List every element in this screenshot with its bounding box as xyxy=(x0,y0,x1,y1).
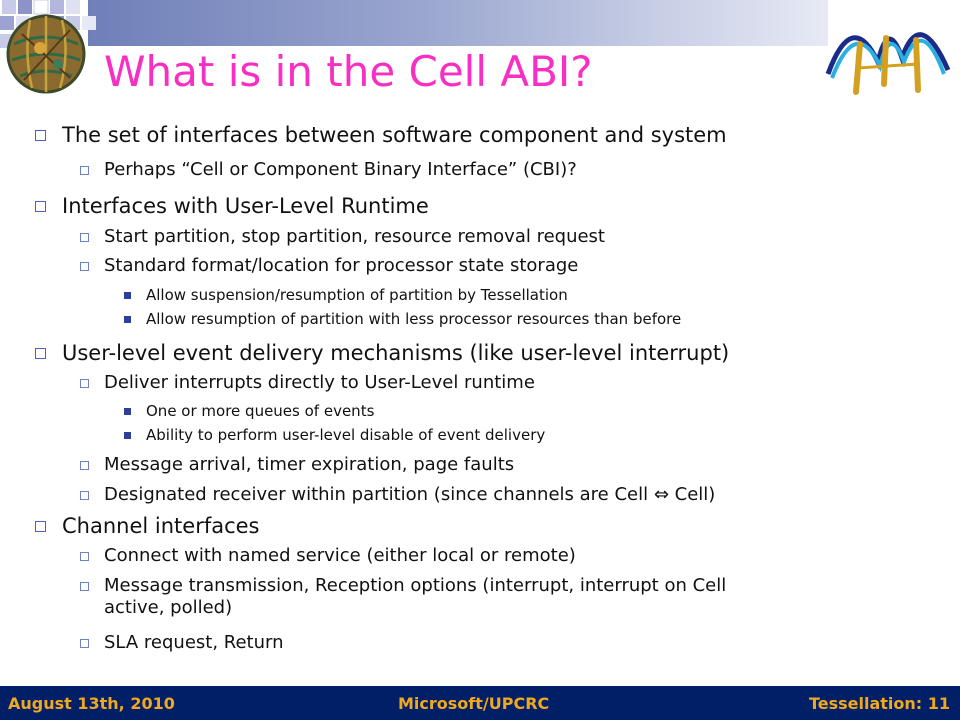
bullet-item: SLA request, Return xyxy=(80,632,284,654)
bullet-text: Deliver interrupts directly to User-Leve… xyxy=(104,372,535,393)
bullet-item: Designated receiver within partition (si… xyxy=(80,484,716,506)
slide-title: What is in the Cell ABI? xyxy=(104,47,593,96)
bullet-text: Connect with named service (either local… xyxy=(104,545,576,566)
bullet-text: Standard format/location for processor s… xyxy=(104,255,579,276)
bullet-item: Deliver interrupts directly to User-Leve… xyxy=(80,372,535,394)
footer-date: August 13th, 2010 xyxy=(8,694,175,713)
bullet-item: User-level event delivery mechanisms (li… xyxy=(35,340,730,366)
bullet-item: Message arrival, timer expiration, page … xyxy=(80,454,515,476)
bullet-item: Channel interfaces xyxy=(35,513,260,539)
bullet-item: Interfaces with User-Level Runtime xyxy=(35,193,429,219)
filled-square-bullet-icon xyxy=(124,316,131,323)
bullet-item: Allow resumption of partition with less … xyxy=(124,310,682,329)
bullet-list: The set of interfaces between software c… xyxy=(35,122,730,654)
bullet-item: Start partition, stop partition, resourc… xyxy=(80,226,605,248)
bullet-item: Perhaps “Cell or Component Binary Interf… xyxy=(80,159,577,181)
hollow-square-bullet-icon xyxy=(80,262,89,271)
hollow-square-bullet-icon xyxy=(35,348,46,359)
bullet-text: Message arrival, timer expiration, page … xyxy=(104,454,515,475)
header-gradient-bar xyxy=(88,0,828,46)
hollow-square-bullet-icon xyxy=(80,582,89,591)
hollow-square-bullet-icon xyxy=(80,552,89,561)
bullet-text: SLA request, Return xyxy=(104,632,284,653)
footer-organization: Microsoft/UPCRC xyxy=(398,694,550,713)
hollow-square-bullet-icon xyxy=(35,130,46,141)
filled-square-bullet-icon xyxy=(124,432,131,439)
globe-logo-icon xyxy=(0,0,96,94)
bullet-text: Interfaces with User-Level Runtime xyxy=(62,194,429,218)
hollow-square-bullet-icon xyxy=(35,201,46,212)
bullet-item: Connect with named service (either local… xyxy=(80,545,576,567)
bullet-text: Channel interfaces xyxy=(62,514,260,538)
m-logo-icon xyxy=(825,32,951,95)
bullet-item: One or more queues of events xyxy=(124,402,375,421)
hollow-square-bullet-icon xyxy=(80,639,89,648)
bullet-text: Allow suspension/resumption of partition… xyxy=(146,286,568,304)
bullet-text: Ability to perform user-level disable of… xyxy=(146,426,546,444)
bullet-text: Allow resumption of partition with less … xyxy=(146,310,682,328)
bullet-item: The set of interfaces between software c… xyxy=(35,122,727,148)
bullet-text: Perhaps “Cell or Component Binary Interf… xyxy=(104,159,577,180)
bullet-continuation: active, polled) xyxy=(104,597,232,619)
bullet-text: One or more queues of events xyxy=(146,402,375,420)
hollow-square-bullet-icon xyxy=(80,491,89,500)
hollow-square-bullet-icon xyxy=(80,166,89,175)
footer-bar: August 13th, 2010 Microsoft/UPCRC Tessel… xyxy=(0,686,960,720)
filled-square-bullet-icon xyxy=(124,408,131,415)
hollow-square-bullet-icon xyxy=(80,379,89,388)
bullet-text: The set of interfaces between software c… xyxy=(62,123,727,147)
hollow-square-bullet-icon xyxy=(80,461,89,470)
bullet-text: User-level event delivery mechanisms (li… xyxy=(62,341,730,365)
bullet-text: Designated receiver within partition (si… xyxy=(104,484,716,505)
bullet-text: Start partition, stop partition, resourc… xyxy=(104,226,605,247)
bullet-text: Message transmission, Reception options … xyxy=(104,575,727,596)
filled-square-bullet-icon xyxy=(124,292,131,299)
bullet-item: Message transmission, Reception options … xyxy=(80,575,727,597)
bullet-item: Standard format/location for processor s… xyxy=(80,255,579,277)
hollow-square-bullet-icon xyxy=(35,521,46,532)
hollow-square-bullet-icon xyxy=(80,233,89,242)
bullet-text: active, polled) xyxy=(104,597,233,618)
footer-page-number: Tessellation: 11 xyxy=(808,694,950,713)
bullet-item: Ability to perform user-level disable of… xyxy=(124,426,546,445)
bullet-item: Allow suspension/resumption of partition… xyxy=(124,286,568,305)
